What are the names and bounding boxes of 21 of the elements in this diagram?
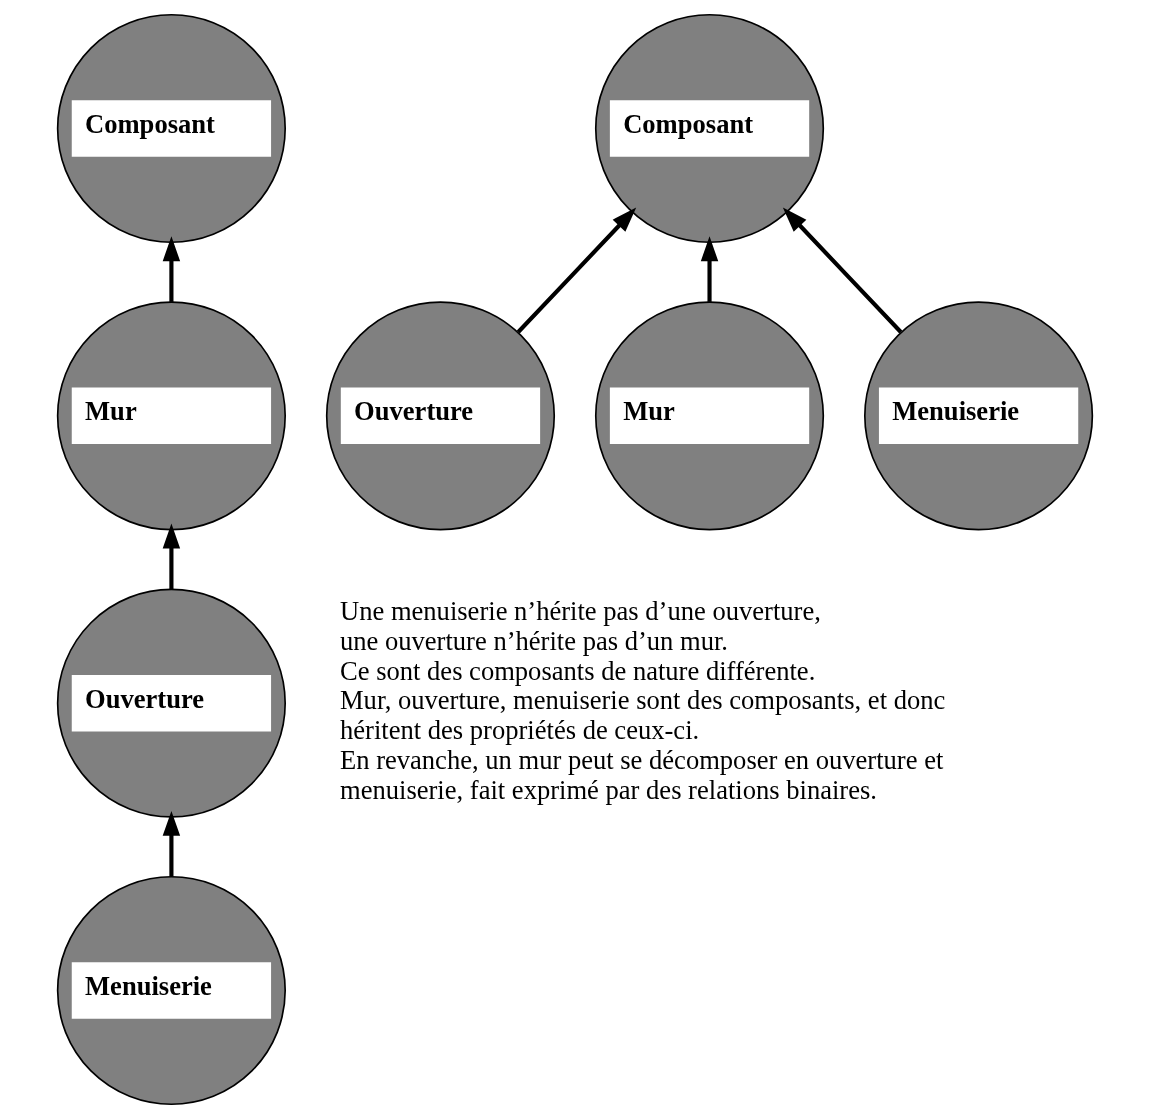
arrow [782, 207, 902, 334]
label: En revanche, un mur peut se décomposer en ouverture et [339, 745, 943, 776]
label: héritent des propriétés de ceux-ci. [339, 715, 699, 746]
node-circle: Mur [594, 301, 824, 531]
label: Ce sont des composants de nature différente. [339, 655, 815, 686]
arrow [162, 236, 180, 302]
node-circle: Ouverture [325, 301, 555, 531]
arrow [162, 810, 180, 877]
node-circle: Composant [56, 13, 286, 244]
node-circle: Menuiserie [863, 301, 1093, 531]
node-circle: Mur [56, 301, 286, 531]
arrow [700, 236, 718, 302]
node-circle: Ouverture [56, 588, 286, 818]
label: une ouverture n’hérite pas d’un mur. [339, 625, 728, 656]
arrow [516, 207, 636, 334]
label: Mur, ouverture, menuiserie sont des composants, et donc [339, 685, 945, 716]
arrow [162, 523, 180, 590]
label: Une menuiserie n’hérite pas d’une ouverture, [339, 595, 821, 626]
node-circle: Composant [594, 13, 824, 244]
node-circle: Menuiserie [56, 875, 286, 1106]
label: menuiserie, fait exprimé par des relations binaires. [339, 775, 877, 806]
